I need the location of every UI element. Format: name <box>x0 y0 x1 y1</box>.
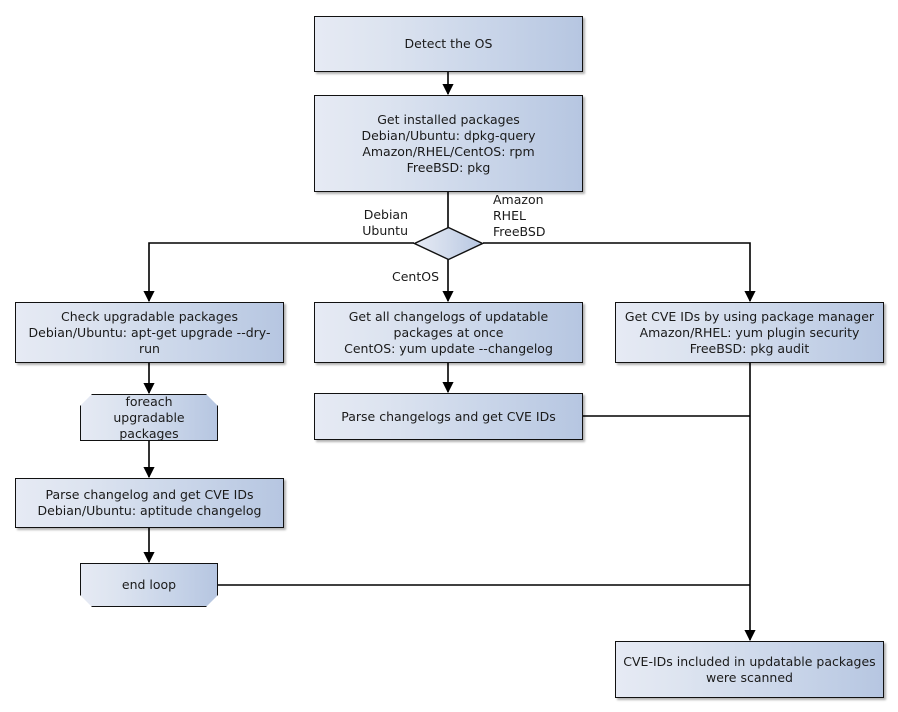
node-parse-changelogs-center-label: Parse changelogs and get CVE IDs <box>341 408 556 424</box>
node-check-upgradable-packages-label: Check upgradable packages Debian/Ubuntu:… <box>28 308 271 356</box>
decision-diamond-shape <box>413 226 484 261</box>
node-foreach-upgradable-packages-label: foreach upgradable packages <box>113 393 185 441</box>
node-end-loop-label: end loop <box>121 577 177 592</box>
node-parse-changelog-left[interactable]: Parse changelog and get CVE IDs Debian/U… <box>15 478 284 528</box>
edge-label-amazon-rhel-freebsd: Amazon RHEL FreeBSD <box>493 192 546 239</box>
edge-decision-to-check-upgradable <box>143 242 414 303</box>
node-parse-changelogs-center[interactable]: Parse changelogs and get CVE IDs <box>314 393 583 440</box>
node-scanned-result[interactable]: CVE-IDs included in updatable packages w… <box>615 641 884 698</box>
node-get-all-changelogs-label: Get all changelogs of updatable packages… <box>344 308 553 356</box>
node-check-upgradable-packages[interactable]: Check upgradable packages Debian/Ubuntu:… <box>15 302 284 363</box>
node-get-installed-packages-label: Get installed packages Debian/Ubuntu: dp… <box>361 111 536 175</box>
node-detect-os[interactable]: Detect the OS <box>314 16 583 72</box>
edge-label-debian-ubuntu: Debian Ubuntu <box>362 207 408 238</box>
node-detect-os-label: Detect the OS <box>404 36 493 51</box>
edge-label-centos: CentOS <box>392 269 440 284</box>
node-get-cve-ids-package-manager-label: Get CVE IDs by using package manager Ama… <box>624 308 875 356</box>
node-foreach-upgradable-packages[interactable]: foreach upgradable packages <box>80 394 218 441</box>
edge-decision-to-get-cve-ids <box>483 242 756 303</box>
node-os-decision[interactable] <box>413 226 484 261</box>
node-get-cve-ids-package-manager[interactable]: Get CVE IDs by using package manager Ama… <box>615 302 884 363</box>
node-get-all-changelogs[interactable]: Get all changelogs of updatable packages… <box>314 302 583 363</box>
node-parse-changelog-left-label: Parse changelog and get CVE IDs Debian/U… <box>37 487 262 518</box>
node-get-installed-packages[interactable]: Get installed packages Debian/Ubuntu: dp… <box>314 95 583 192</box>
node-scanned-result-label: CVE-IDs included in updatable packages w… <box>623 653 876 685</box>
node-end-loop[interactable]: end loop <box>80 563 218 607</box>
